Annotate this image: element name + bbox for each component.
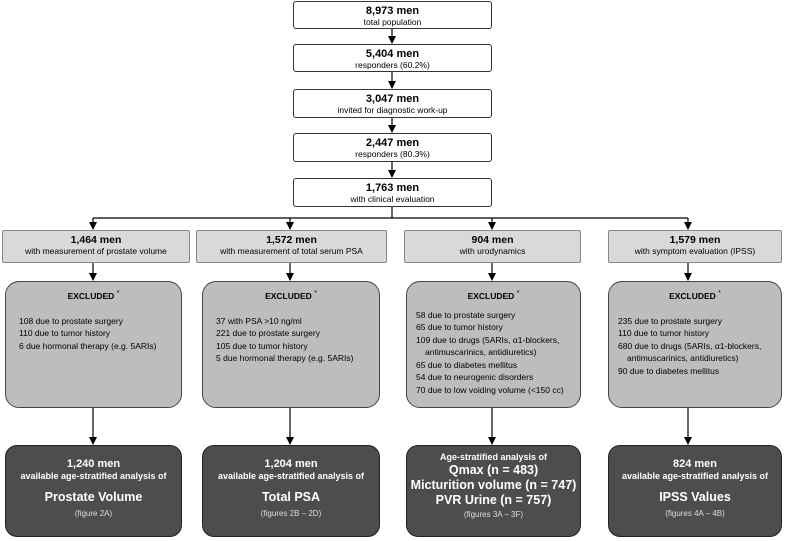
result-figure-ref: (figures 2B – 2D) (260, 509, 322, 518)
result-count: 1,240 men (66, 458, 121, 470)
excluded-item: 90 due to diabetes mellitus (618, 365, 720, 376)
box-responders-1: 5,404 men responders (60.2%) (293, 44, 492, 72)
box-prostate-volume: 1,464 men with measurement of prostate v… (2, 230, 190, 263)
excluded-title: EXCLUDED * (67, 290, 120, 301)
result-box-total-psa: 1,204 men available age-stratified analy… (202, 445, 380, 537)
result-figure-ref: (figure 2A) (74, 509, 113, 518)
box-count: 1,579 men (669, 234, 721, 246)
box-desc: with measurement of total serum PSA (220, 246, 363, 256)
excluded-item: 54 due to neurogenic disorders (416, 372, 534, 383)
box-desc: with measurement of prostate volume (25, 246, 167, 256)
box-desc: total population (363, 17, 422, 27)
box-desc: responders (60.2%) (355, 60, 430, 70)
result-count: 824 men (672, 458, 718, 470)
result-box-ipss: 824 men available age-stratified analysi… (608, 445, 782, 537)
box-count: 8,973 men (365, 5, 420, 17)
excluded-item: antimuscarinics, antidiuretics) (425, 347, 537, 358)
box-count: 5,404 men (365, 48, 420, 60)
box-desc: with urodynamics (459, 246, 526, 256)
excluded-box-prostate-volume: EXCLUDED * 108 due to prostate surgery 1… (5, 281, 182, 408)
box-count: 2,447 men (365, 137, 420, 149)
excluded-item: 105 due to tumor history (216, 340, 308, 351)
box-symptom-evaluation: 1,579 men with symptom evaluation (IPSS) (608, 230, 782, 263)
excluded-item: 58 due to prostate surgery (416, 309, 516, 320)
excluded-title: EXCLUDED * (467, 290, 520, 301)
excluded-title: EXCLUDED * (669, 290, 721, 301)
excluded-item: 108 due to prostate surgery (19, 315, 123, 326)
box-total-psa: 1,572 men with measurement of total seru… (196, 230, 387, 263)
box-desc: invited for diagnostic work-up (337, 105, 448, 115)
excluded-item: 110 due to tumor history (618, 328, 710, 339)
excluded-item: 5 due hormonal therapy (e.g. 5ARIs) (216, 353, 354, 364)
box-count: 1,572 men (266, 234, 317, 246)
box-total-population: 8,973 men total population (293, 1, 492, 29)
excluded-item: antimuscarinics, antidiuretics) (627, 353, 739, 364)
box-urodynamics: 904 men with urodynamics (404, 230, 581, 263)
result-count: 1,204 men (264, 458, 318, 470)
excluded-item: 6 due hormonal therapy (e.g. 5ARIs) (19, 340, 157, 351)
result-figure-ref: (figures 4A – 4B) (665, 509, 725, 518)
excluded-item: 37 with PSA >10 ng/ml (216, 315, 302, 326)
result-head: Age-stratified analysis of (439, 452, 548, 462)
excluded-item: 109 due to drugs (5ARIs, α1-blockers, (416, 334, 560, 345)
excluded-item: 65 due to diabetes mellitus (416, 359, 518, 370)
box-desc: responders (80.3%) (355, 149, 430, 159)
box-count: 1,464 men (70, 234, 122, 246)
excluded-box-total-psa: EXCLUDED * 37 with PSA >10 ng/ml 221 due… (202, 281, 380, 408)
result-sub: available age-stratified analysis of (621, 471, 769, 481)
excluded-box-ipss: EXCLUDED * 235 due to prostate surgery 1… (608, 281, 782, 408)
result-sub: available age-stratified analysis of (217, 471, 365, 481)
excluded-item: 70 due to low voiding volume (<150 cc) (416, 384, 564, 395)
excluded-title: EXCLUDED * (265, 290, 317, 301)
result-sub: available age-stratified analysis of (20, 471, 167, 481)
box-invited: 3,047 men invited for diagnostic work-up (293, 89, 492, 118)
excluded-item: 110 due to tumor history (19, 328, 111, 339)
result-line: PVR Urine (n = 757) (435, 493, 552, 507)
box-clinical-evaluation: 1,763 men with clinical evaluation (293, 178, 492, 207)
excluded-box-urodynamics: EXCLUDED * 58 due to prostate surgery 65… (406, 281, 581, 408)
result-line: Qmax (n = 483) (448, 463, 539, 477)
result-box-prostate-volume: 1,240 men available age-stratified analy… (5, 445, 182, 537)
box-responders-2: 2,447 men responders (80.3%) (293, 133, 492, 162)
result-line: Micturition volume (n = 747) (410, 478, 577, 492)
result-title: Total PSA (261, 490, 321, 504)
result-box-urodynamics: Age-stratified analysis of Qmax (n = 483… (406, 445, 581, 537)
box-desc: with clinical evaluation (350, 194, 435, 204)
excluded-item: 680 due to drugs (5ARIs, α1-blockers, (618, 340, 762, 351)
result-title: Prostate Volume (44, 490, 143, 504)
box-count: 3,047 men (365, 93, 420, 105)
box-count: 1,763 men (365, 182, 420, 194)
box-count: 904 men (471, 234, 514, 246)
result-title: IPSS Values (659, 490, 731, 504)
excluded-item: 235 due to prostate surgery (618, 315, 722, 326)
excluded-item: 65 due to tumor history (416, 322, 503, 333)
excluded-item: 221 due to prostate surgery (216, 328, 320, 339)
result-figure-ref: (figures 3A – 3F) (463, 510, 524, 519)
box-desc: with symptom evaluation (IPSS) (634, 246, 756, 256)
